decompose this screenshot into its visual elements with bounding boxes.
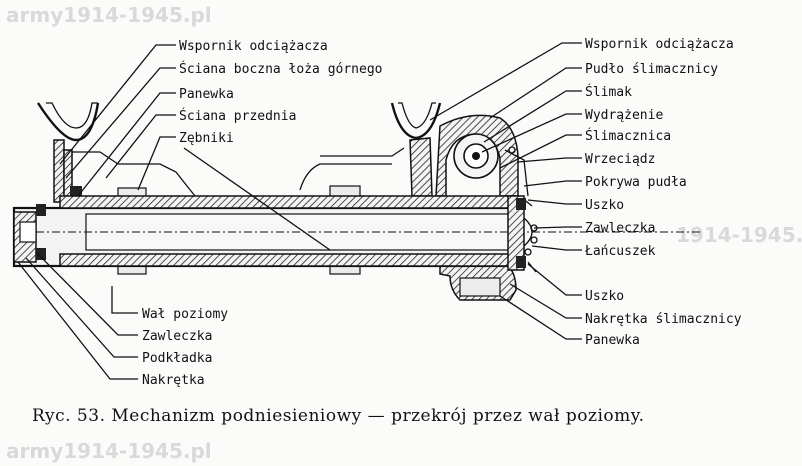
label-sciana-boczna: Ściana boczna łoża górnego — [179, 61, 383, 77]
watermark-top: army1914-1945.pl — [6, 3, 212, 27]
labels-left-top: Wspornik odciążacza Ściana boczna łoża g… — [179, 39, 383, 146]
mechanism-drawing — [12, 102, 700, 301]
label-wspornik-left: Wspornik odciążacza — [179, 39, 328, 54]
left-side-wall — [53, 139, 65, 203]
watermark-right: 1914-1945.pl — [676, 223, 802, 247]
label-wspornik-right: Wspornik odciążacza — [585, 37, 734, 52]
label-wrzeciadz: Wrzeciądz — [585, 152, 655, 167]
label-zawleczka-left: Zawleczka — [142, 329, 212, 344]
left-bracket-top — [36, 102, 100, 142]
label-nakretka: Nakrętka — [142, 373, 205, 388]
label-wydrazenie: Wydrążenie — [585, 108, 663, 123]
label-zebniki: Zębniki — [179, 131, 234, 146]
middle-hood — [320, 147, 405, 157]
shaft-bore — [85, 213, 517, 251]
shaft-lower-wall — [59, 253, 517, 267]
label-podkladka: Podkładka — [142, 351, 212, 366]
label-uszko-top: Uszko — [585, 198, 624, 213]
shaft-upper-wall — [59, 195, 517, 209]
chain-loop — [523, 217, 533, 247]
label-uszko-bottom: Uszko — [585, 289, 624, 304]
labels-right: Wspornik odciążacza Pudło ślimacznicy Śl… — [584, 37, 742, 348]
label-zawleczka-right: Zawleczka — [585, 221, 655, 236]
label-pokrywa: Pokrywa pudła — [585, 175, 687, 190]
label-lancuszek: Łańcuszek — [584, 244, 656, 259]
label-slimacznica: Ślimacznica — [585, 128, 671, 144]
label-sciana-przednia: Ściana przednia — [179, 108, 296, 124]
leader-lines — [17, 42, 582, 380]
worm-box — [435, 114, 519, 197]
label-panewka-top: Panewka — [179, 87, 234, 102]
watermark-bottom: army1914-1945.pl — [6, 439, 212, 463]
right-bracket-top — [390, 102, 442, 140]
label-nakretka-slim: Nakrętka ślimacznicy — [585, 312, 742, 327]
right-end-cover — [507, 195, 525, 271]
label-panewka-right: Panewka — [585, 333, 640, 348]
label-wal-poziomy: Wał poziomy — [142, 307, 228, 322]
figure-caption: Ryc. 53. Mechanizm podniesieniowy — prze… — [32, 406, 645, 426]
label-pudlo: Pudło ślimacznicy — [585, 62, 718, 77]
labels-left-bottom: Wał poziomy Zawleczka Podkładka Nakrętka — [142, 307, 228, 388]
label-slimak: Ślimak — [585, 84, 632, 100]
right-side-wall — [409, 137, 433, 197]
